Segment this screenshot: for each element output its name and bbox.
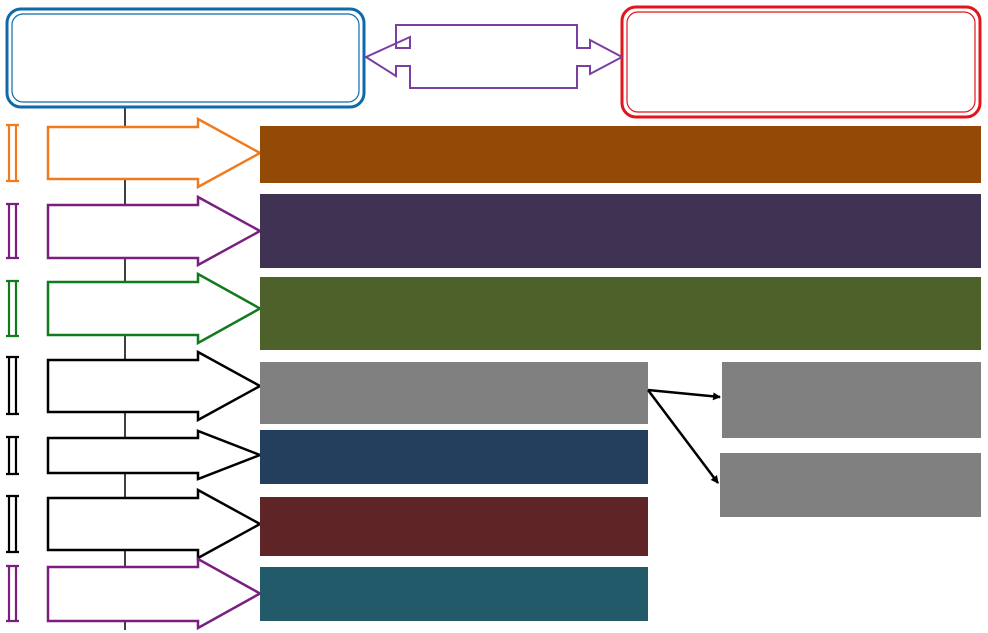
row-4-arrow (46, 349, 263, 423)
row-6 (6, 487, 648, 561)
row-7 (6, 556, 648, 631)
row-3 (6, 271, 981, 350)
row-5 (6, 429, 648, 484)
row-5-bar (260, 430, 648, 484)
top-right-box (620, 5, 982, 119)
row-4-bracket (6, 355, 19, 416)
row-5-bracket (6, 435, 19, 476)
row-3-arrow (46, 271, 263, 346)
row-1 (6, 116, 981, 190)
side-box-bottom (720, 453, 981, 517)
row-6-bar (260, 497, 648, 556)
row-1-arrow (46, 116, 263, 190)
row-3-bar (260, 277, 981, 350)
row-1-bracket (6, 123, 19, 183)
row-4 (6, 349, 648, 424)
rows-layer (6, 116, 981, 631)
link-arrow-to-side-box-bottom (647, 389, 719, 484)
row-6-arrow (46, 487, 263, 561)
top-left-box (5, 7, 366, 109)
row-7-bracket (6, 564, 19, 623)
row-2 (6, 194, 981, 268)
row-5-arrow (46, 429, 264, 481)
row-2-bar (260, 194, 981, 268)
row-6-bracket (6, 494, 19, 554)
row-2-arrow (46, 194, 263, 268)
row-2-bracket (6, 202, 19, 260)
link-arrow-to-side-box-top (647, 388, 721, 401)
bidirectional-connector-arrow (363, 24, 625, 89)
row-7-bar (260, 567, 648, 621)
row-7-arrow (46, 556, 263, 631)
row-1-bar (260, 126, 981, 183)
row-3-bracket (6, 279, 19, 338)
row-4-bar (260, 362, 648, 424)
side-box-top (722, 362, 981, 438)
